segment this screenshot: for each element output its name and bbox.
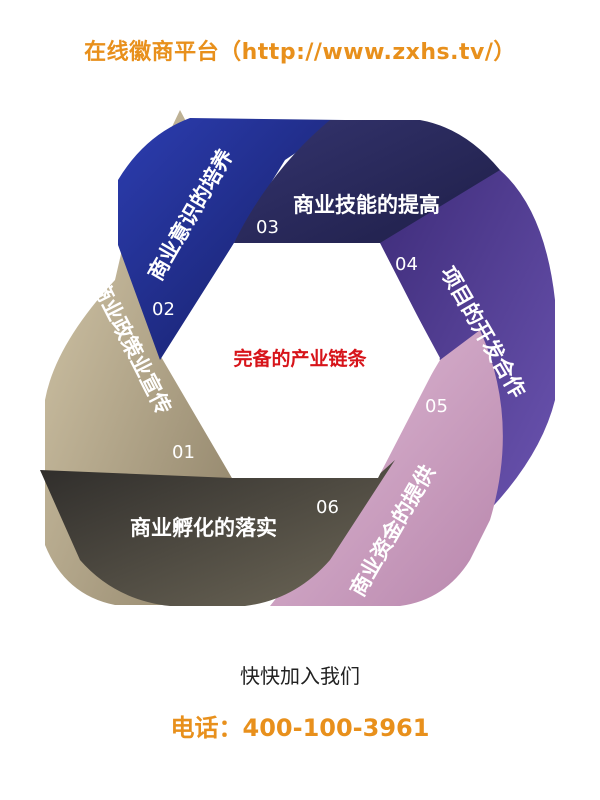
- segment-06-ribbon: [40, 460, 395, 606]
- segment-06-number: 06: [316, 497, 339, 518]
- segment-03-label-text: 商业技能的提高: [293, 193, 440, 217]
- segment-01-number: 01: [172, 442, 195, 463]
- segment-03-number: 03: [256, 217, 279, 238]
- segment-04-number: 04: [395, 254, 418, 275]
- call-to-action: 快快加入我们: [240, 664, 360, 688]
- segment-02-number: 02: [152, 299, 175, 320]
- segment-05-number: 05: [425, 396, 448, 417]
- segment-02-ribbon: [118, 118, 345, 360]
- segment-06-label-text: 商业孵化的落实: [130, 516, 277, 540]
- segment-06-label-group: 商业孵化的落实: [130, 516, 277, 540]
- page-title: 在线徽商平台（http://www.zxhs.tv/）: [84, 40, 516, 65]
- center-label: 完备的产业链条: [233, 348, 367, 370]
- inner-hexagon: [165, 243, 440, 478]
- phone-number: 电话：400-100-3961: [170, 714, 430, 742]
- segment-03-label-group: 商业技能的提高: [293, 193, 440, 217]
